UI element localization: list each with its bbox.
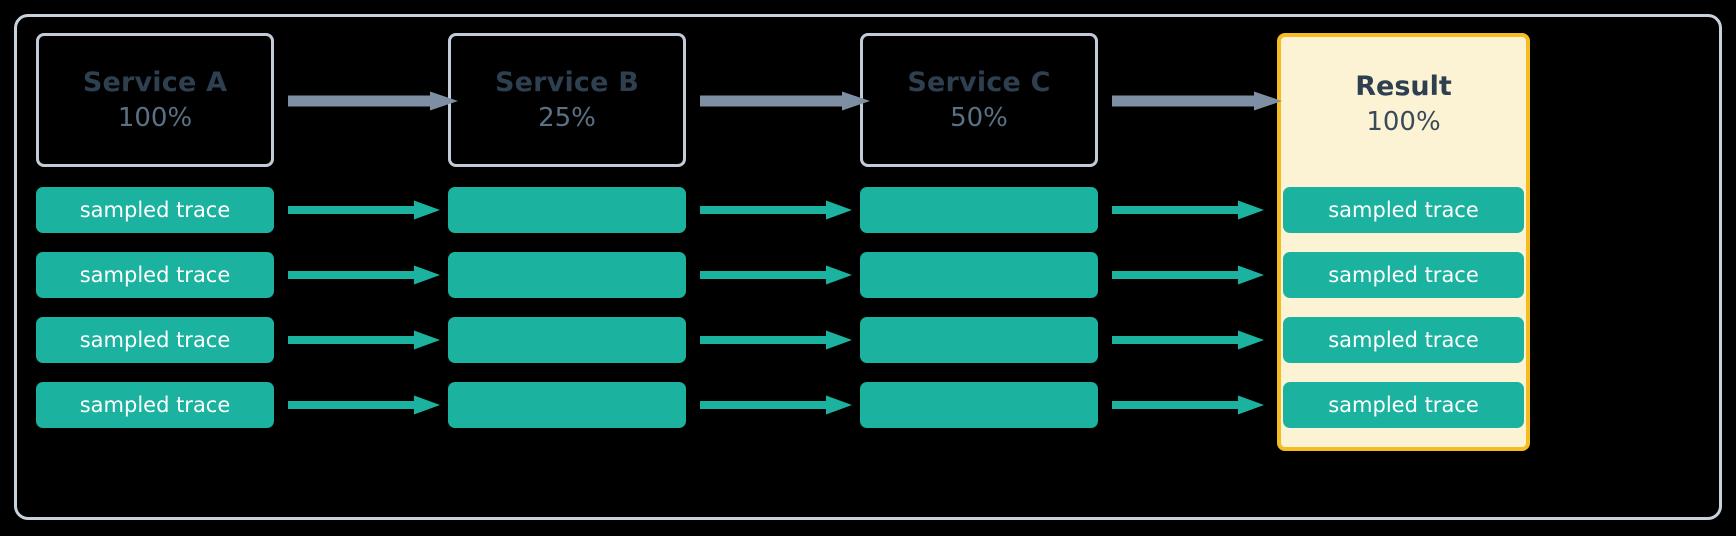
trace-bar-row3-result: sampled trace xyxy=(1283,317,1524,363)
trace-bar-row1-service-b xyxy=(448,187,686,233)
trace-label: sampled trace xyxy=(1328,393,1479,417)
service-a-title: Service A xyxy=(82,66,228,98)
arrow-right-icon-header-a-to-b xyxy=(288,91,458,111)
service-b-percent: 25% xyxy=(538,102,596,133)
arrow-right-icon-row1-b-to-c xyxy=(700,200,852,220)
result-title: Result xyxy=(1355,70,1452,102)
result-header: Result 100% xyxy=(1281,37,1526,171)
trace-label: sampled trace xyxy=(79,393,231,417)
trace-bar-row4-result: sampled trace xyxy=(1283,382,1524,428)
arrow-right-icon-row2-b-to-c xyxy=(700,265,852,285)
result-highlight-column: Result 100% xyxy=(1277,33,1530,451)
arrow-right-icon-header-c-to-result xyxy=(1112,91,1282,111)
trace-bar-row4-service-c xyxy=(860,382,1098,428)
trace-bar-row1-result: sampled trace xyxy=(1283,187,1524,233)
service-c-title: Service C xyxy=(907,66,1051,98)
arrow-right-icon-row2-a-to-b xyxy=(288,265,440,285)
trace-label: sampled trace xyxy=(79,263,231,287)
trace-label: sampled trace xyxy=(1328,198,1479,222)
trace-bar-row2-result: sampled trace xyxy=(1283,252,1524,298)
diagram-outer-frame xyxy=(14,14,1722,520)
trace-bar-row1-service-a: sampled trace xyxy=(36,187,274,233)
trace-label: sampled trace xyxy=(1328,328,1479,352)
arrow-right-icon-row3-c-to-result xyxy=(1112,330,1264,350)
service-b-title: Service B xyxy=(494,66,640,98)
trace-bar-row4-service-a: sampled trace xyxy=(36,382,274,428)
trace-label: sampled trace xyxy=(79,328,231,352)
arrow-right-icon-row2-c-to-result xyxy=(1112,265,1264,285)
trace-bar-row4-service-b xyxy=(448,382,686,428)
trace-bar-row1-service-c xyxy=(860,187,1098,233)
service-a-percent: 100% xyxy=(117,102,193,133)
trace-bar-row2-service-c xyxy=(860,252,1098,298)
trace-bar-row3-service-a: sampled trace xyxy=(36,317,274,363)
trace-bar-row2-service-a: sampled trace xyxy=(36,252,274,298)
service-box-service-a[interactable]: Service A 100% xyxy=(36,33,274,167)
trace-label: sampled trace xyxy=(1328,263,1479,287)
arrow-right-icon-row4-a-to-b xyxy=(288,395,440,415)
trace-bar-row2-service-b xyxy=(448,252,686,298)
arrow-right-icon-row1-a-to-b xyxy=(288,200,440,220)
arrow-right-icon-row4-b-to-c xyxy=(700,395,852,415)
arrow-right-icon-row3-a-to-b xyxy=(288,330,440,350)
service-c-percent: 50% xyxy=(950,102,1008,133)
arrow-right-icon-row4-c-to-result xyxy=(1112,395,1264,415)
trace-label: sampled trace xyxy=(79,198,231,222)
arrow-right-icon-row1-c-to-result xyxy=(1112,200,1264,220)
service-box-service-c[interactable]: Service C 50% xyxy=(860,33,1098,167)
arrow-right-icon-header-b-to-c xyxy=(700,91,870,111)
service-box-service-b[interactable]: Service B 25% xyxy=(448,33,686,167)
trace-bar-row3-service-c xyxy=(860,317,1098,363)
trace-bar-row3-service-b xyxy=(448,317,686,363)
result-percent: 100% xyxy=(1366,106,1441,137)
arrow-right-icon-row3-b-to-c xyxy=(700,330,852,350)
